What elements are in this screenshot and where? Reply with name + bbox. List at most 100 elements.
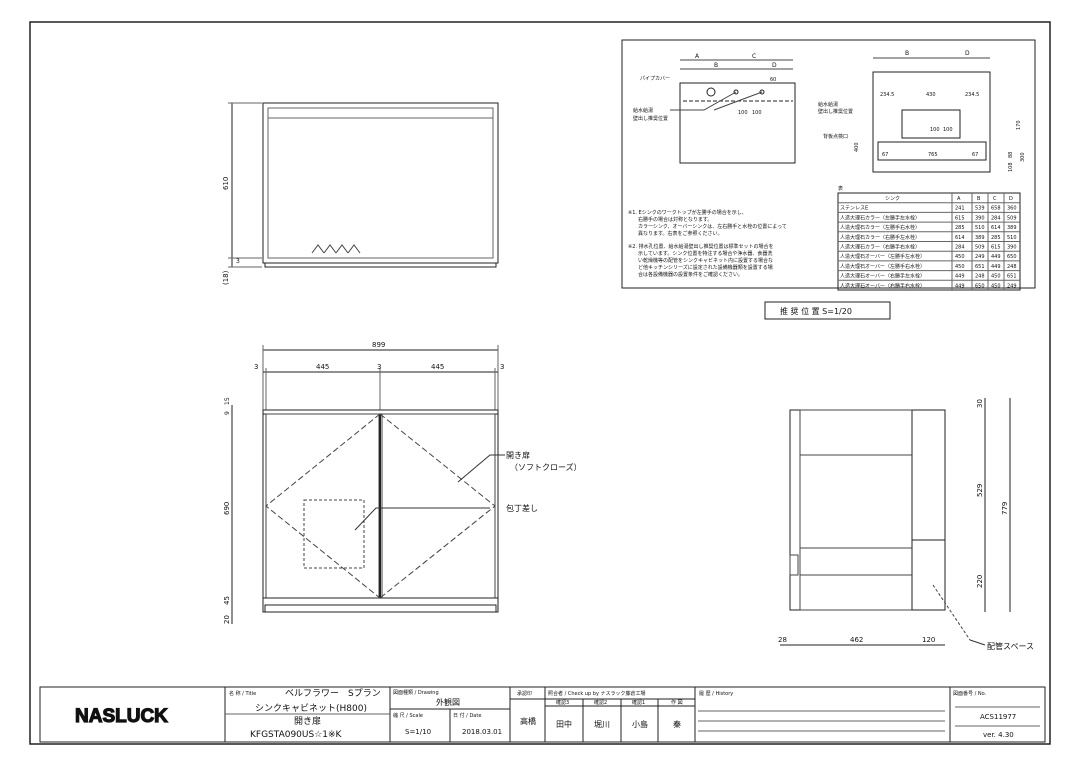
table-cell: 284 [955, 245, 965, 251]
table-header: D [1009, 196, 1013, 202]
check-header: 確認2 [594, 699, 607, 706]
table-cell: 449 [955, 283, 965, 289]
table-cell: 248 [975, 274, 985, 280]
dim-170: 170 [1016, 120, 1022, 130]
dim-67a: 67 [882, 152, 888, 158]
version: ver. 4.30 [983, 731, 1014, 739]
dim-108: 108 [1008, 162, 1014, 172]
dim-45: 45 [223, 596, 231, 605]
note-line: ※1. Eシンクのワークトップが左勝手の場合を示し、 [628, 209, 747, 216]
approved-name: 高橋 [520, 716, 536, 726]
table-cell: 449 [991, 254, 1001, 260]
table-cell: 614 [991, 225, 1001, 231]
dim-445-right: 445 [431, 363, 444, 371]
table-cell: 249 [975, 254, 985, 260]
table-cell: 651 [1007, 274, 1017, 280]
note-line: 右勝手の場合は対称となります。 [628, 216, 712, 223]
checker-name: 秦 [673, 719, 681, 729]
dim-899: 899 [372, 341, 385, 349]
supply-label-2: 壁出し推奨位置 [633, 115, 668, 122]
checker-name: 田中 [556, 719, 572, 729]
table-cell: 615 [955, 215, 965, 221]
dim-C: C [752, 53, 756, 60]
table-cell: 450 [991, 274, 1001, 280]
side-view: 配管スペース 30 529 779 220 28 462 120 [778, 398, 1034, 651]
dim-3-right: 3 [500, 363, 504, 371]
supply-label-1: 給水給湯 [633, 107, 653, 114]
supply-right-1: 給水給湯 [818, 101, 838, 108]
table-cell: 人造大理石オーバー（左勝手左水栓） [840, 253, 925, 260]
table-cell: 389 [975, 235, 985, 241]
dim-88: 88 [1008, 152, 1014, 158]
table-header: シンク [885, 196, 900, 202]
sheet-border [29, 21, 1051, 745]
table-cell: 651 [975, 264, 985, 270]
dim-120: 120 [922, 636, 935, 644]
checker-name: 小島 [632, 719, 648, 729]
dim-610: 610 [222, 177, 230, 190]
title-line-1: ベルフラワー Sプラン [285, 688, 381, 699]
scale-value: S=1/10 [405, 728, 431, 736]
dim-445-left: 445 [316, 363, 329, 371]
date-value: 2018.03.01 [462, 728, 502, 736]
nasluck-logo: NASLUCK [75, 706, 168, 727]
dim-220: 220 [976, 575, 984, 588]
drawing-type: 外観図 [436, 697, 460, 707]
knife-holder-label: 包丁差し [506, 503, 538, 513]
dim-30: 30 [976, 399, 984, 408]
table-cell: 人造大理石カラー（右勝手左水栓） [840, 234, 920, 241]
table-cell: 人造大理石オーバー（左勝手右水栓） [840, 263, 925, 270]
dim-rD: D [965, 50, 970, 57]
note-line: 異なります。右表をご参照ください。 [628, 230, 723, 237]
check-header: 確認1 [632, 699, 645, 706]
table-cell: 510 [975, 225, 985, 231]
table-cell: 650 [1007, 254, 1017, 260]
dim-100b: 100 [752, 110, 762, 116]
table-header: C [993, 196, 997, 202]
check-header: 確認3 [556, 699, 569, 706]
dim-400: 400 [854, 142, 860, 152]
table-header: B [977, 196, 981, 202]
back-access-label: 背板点検口 [823, 133, 848, 140]
dim-3-mid: 3 [377, 363, 381, 371]
dim-r100a: 100 [930, 127, 940, 133]
table-cell: 449 [991, 264, 1001, 270]
table-cell: 509 [975, 245, 985, 251]
table-cell: 人造大理石カラー（右勝手右水栓） [840, 244, 920, 251]
table-header: A [957, 196, 961, 202]
pipe-space-label: 配管スペース [987, 641, 1034, 651]
table-cell: 390 [1007, 245, 1017, 251]
table-cell: 241 [955, 206, 965, 212]
dim-234-right: 234.5 [965, 92, 979, 98]
door-sub: （ソフトクローズ） [510, 462, 582, 472]
table-cell: 650 [975, 283, 985, 289]
check-header: 作 図 [671, 699, 683, 706]
dim-60: 60 [770, 77, 776, 83]
table-cell: 510 [1007, 235, 1017, 241]
table-cell: 284 [991, 215, 1001, 221]
table-title: 表 [838, 185, 843, 192]
drawing-no-label: 図面番号 / No. [953, 690, 987, 697]
dim-67b: 67 [972, 152, 978, 158]
table-cell: 539 [975, 206, 985, 212]
table-cell: 285 [991, 235, 1001, 241]
table-cell: 248 [1007, 264, 1017, 270]
dim-15: 15 [224, 397, 231, 405]
date-label: 日 付 / Date [453, 712, 481, 719]
drawing-label: 図面種類 / Drawing [393, 689, 439, 696]
note-line: 示しています。シンク位置を特注する場合や浄水器、食器洗 [628, 250, 772, 257]
recommend-caption: 推 奨 位 置 S=1/20 [780, 306, 852, 316]
note-line: 合は各設備機器の設置条件をご確認ください。 [628, 271, 743, 278]
table-cell: 285 [955, 225, 965, 231]
dim-430: 430 [926, 92, 936, 98]
dim-779: 779 [1001, 502, 1009, 515]
title-block: NASLUCK 名 称 / Title ベルフラワー Sプラン シンクキャビネッ… [39, 686, 1046, 743]
dim-A: A [695, 53, 700, 60]
door-label: 開き扉 [506, 450, 530, 460]
dim-765: 765 [928, 152, 938, 158]
dim-B: B [714, 62, 718, 69]
dim-690: 690 [223, 502, 231, 515]
title-label: 名 称 / Title [229, 690, 256, 697]
dim-9: 9 [224, 411, 231, 415]
